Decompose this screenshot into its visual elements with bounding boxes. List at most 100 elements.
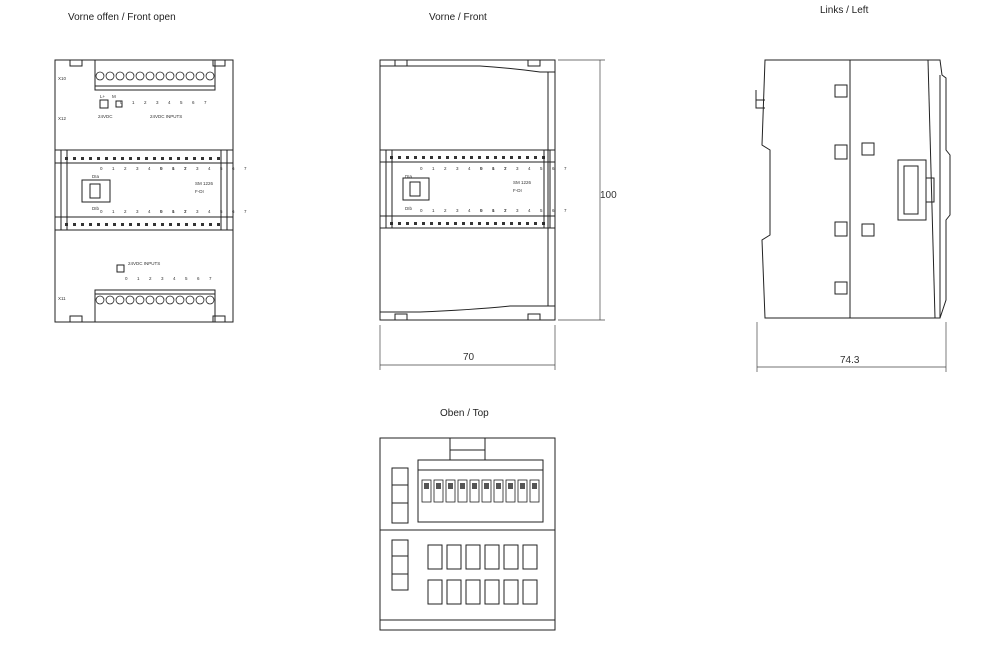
view-label-front: Vorne / Front (429, 12, 487, 23)
led-dot (193, 223, 196, 226)
led-dot (153, 223, 156, 226)
led-dot (177, 157, 180, 160)
terminal-screw (532, 483, 537, 489)
vent-square (484, 544, 500, 570)
channel-number-label: 7 (564, 208, 567, 213)
channel-number-label: 0 (420, 208, 423, 213)
front-housing (379, 59, 556, 321)
top-terminal-area (417, 459, 544, 523)
front-dimension-lines (379, 59, 605, 370)
channel-number-label: 1 (172, 166, 175, 171)
led-dot (398, 222, 401, 225)
led-dot (193, 157, 196, 160)
channel-number-label: 6 (492, 208, 495, 213)
module-marking-text: X10 (58, 76, 67, 81)
vent-square (446, 579, 462, 605)
terminal-screw (460, 483, 465, 489)
terminal-screw (508, 483, 513, 489)
terminal-screw (448, 483, 453, 489)
led-dot (486, 222, 489, 225)
vent-square (522, 544, 538, 570)
channel-number-label: 0 (480, 166, 483, 171)
module-marking-text: SM 1226 (195, 181, 214, 186)
terminal-cell (517, 479, 528, 503)
channel-number-label: 2 (504, 208, 507, 213)
channel-number-label: 2 (124, 209, 127, 214)
vent-square (503, 544, 519, 570)
led-dot (81, 157, 84, 160)
channel-number-label: 5 (540, 208, 543, 213)
led-dot (129, 223, 132, 226)
vent-square (522, 579, 538, 605)
led-dot (73, 223, 76, 226)
top-terminal-block (94, 59, 216, 91)
led-dot (217, 157, 220, 160)
channel-number-label: 6 (192, 100, 195, 105)
led-dot (470, 222, 473, 225)
channel-number-label: 2 (444, 208, 447, 213)
channel-number-label: 6 (232, 166, 235, 171)
channel-number-label: 7 (564, 166, 567, 171)
terminal-cell (421, 479, 432, 503)
channel-number-label: 1 (432, 208, 435, 213)
channel-number-label: 4 (168, 100, 171, 105)
led-dot (185, 223, 188, 226)
top-clip (449, 437, 486, 461)
led-dot (169, 157, 172, 160)
channel-number-label: 6 (197, 276, 200, 281)
led-dot (137, 157, 140, 160)
terminal-screw (436, 483, 441, 489)
dimension-front-width: 70 (463, 352, 475, 363)
led-dot (422, 222, 425, 225)
led-dot (177, 223, 180, 226)
led-dot (89, 157, 92, 160)
channel-number-label: 2 (184, 166, 187, 171)
led-dot (169, 223, 172, 226)
led-dot (406, 222, 409, 225)
channel-number-label: 0 (120, 100, 123, 105)
channel-number-label: 2 (444, 166, 447, 171)
led-dot (209, 223, 212, 226)
dimension-side-depth: 74.3 (840, 355, 860, 366)
view-label-left: Links / Left (820, 5, 869, 16)
led-dot (510, 222, 513, 225)
view-label-front-open: Vorne offen / Front open (68, 12, 176, 23)
channel-number-label: 0 (160, 166, 163, 171)
terminal-screw (496, 483, 501, 489)
led-dot (502, 222, 505, 225)
left-housing (761, 59, 951, 319)
channel-number-label: 3 (456, 208, 459, 213)
channel-number-label: 2 (144, 100, 147, 105)
module-marking-text: F-DI (195, 189, 204, 194)
vent-square (503, 579, 519, 605)
led-dot (161, 223, 164, 226)
terminal-cell (505, 479, 516, 503)
led-dot (430, 222, 433, 225)
vent-square (465, 544, 481, 570)
channel-number-label: 4 (528, 208, 531, 213)
channel-number-label: 3 (456, 166, 459, 171)
dimension-height: 100 (600, 190, 617, 201)
module-marking-text: M (112, 94, 116, 99)
led-dot (454, 222, 457, 225)
channel-number-label: 5 (480, 208, 483, 213)
led-dot (201, 223, 204, 226)
channel-number-label: 1 (492, 166, 495, 171)
led-dot (153, 157, 156, 160)
channel-number-label: 5 (160, 166, 163, 171)
channel-number-label: 7 (209, 276, 212, 281)
terminal-screw (472, 483, 477, 489)
led-dot (478, 222, 481, 225)
channel-number-label: 1 (492, 208, 495, 213)
led-dot (454, 156, 457, 159)
led-dot (161, 157, 164, 160)
terminal-cell (481, 479, 492, 503)
channel-number-label: 3 (136, 166, 139, 171)
led-dot (518, 222, 521, 225)
led-dot (121, 223, 124, 226)
led-dot (113, 223, 116, 226)
module-marking-text: X11 (58, 296, 66, 301)
led-dot (89, 223, 92, 226)
